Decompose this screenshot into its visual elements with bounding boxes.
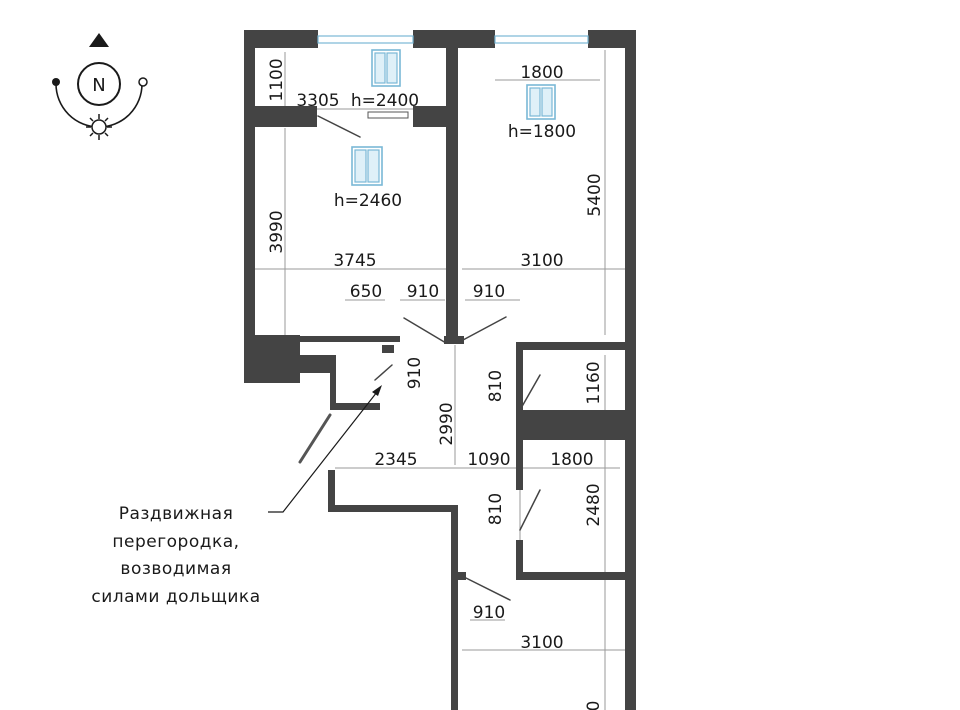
- window-openings: [317, 35, 589, 119]
- dimension-labels: 1100 3305 h=2400 1800 h=1800 5400 h=2460…: [267, 58, 605, 710]
- dim-bedroom-width: 3100: [520, 251, 563, 271]
- west-dot-icon: [52, 78, 60, 86]
- dim-living-depth: 3990: [267, 210, 287, 253]
- window-icon: [371, 49, 401, 87]
- window-icon: [351, 146, 383, 186]
- dim-bath-door-a: 810: [486, 370, 506, 402]
- window-height-living: h=2460: [334, 191, 402, 211]
- dim-bath2-depth: 2480: [584, 483, 604, 526]
- walls: [244, 30, 636, 710]
- annotation-line-4: силами дольщика: [91, 587, 260, 607]
- window-icon: [526, 84, 556, 120]
- compass-north-label: N: [92, 75, 105, 96]
- dim-bedroom-length: 5400: [585, 173, 605, 216]
- dim-loggia-width: 3305: [296, 91, 339, 111]
- dim-hall-left: 2345: [374, 450, 417, 470]
- compass-circle: [77, 62, 121, 106]
- annotation-line-3: возводимая: [120, 559, 231, 579]
- dim-closet-door: 910: [405, 357, 425, 389]
- dim-living-width: 3745: [333, 251, 376, 271]
- annotation-text: Раздвижная перегородка, возводимая силам…: [91, 504, 260, 607]
- north-arrow-icon: [89, 33, 109, 47]
- dim-hall-length: 2990: [437, 402, 457, 445]
- dim-door-650: 650: [350, 282, 382, 302]
- sun-icon: [86, 114, 112, 140]
- guide-lines: [255, 50, 625, 710]
- dim-bath-depth: 1160: [584, 361, 604, 404]
- dim-lower-room-width: 3100: [520, 633, 563, 653]
- dim-hall-width: 1090: [467, 450, 510, 470]
- doors: [298, 115, 541, 601]
- dim-door-910-a: 910: [407, 282, 439, 302]
- annotation-line-2: перегородка,: [112, 532, 239, 552]
- dim-lower-cut: 0: [584, 701, 604, 710]
- dim-door-910-b: 910: [473, 282, 505, 302]
- window-height-kitchen: h=2400: [351, 91, 419, 111]
- annotation-line-1: Раздвижная: [119, 504, 234, 524]
- dim-lower-door: 910: [473, 603, 505, 623]
- dim-bedroom-window: 1800: [520, 63, 563, 83]
- compass: N: [52, 33, 148, 140]
- window-height-bedroom: h=1800: [508, 122, 576, 142]
- dim-bath2-width: 1800: [550, 450, 593, 470]
- dim-bath2-door: 810: [486, 493, 506, 525]
- dim-loggia-height: 1100: [267, 58, 287, 101]
- annotation-leader: [268, 385, 382, 513]
- east-dot-icon: [138, 77, 148, 87]
